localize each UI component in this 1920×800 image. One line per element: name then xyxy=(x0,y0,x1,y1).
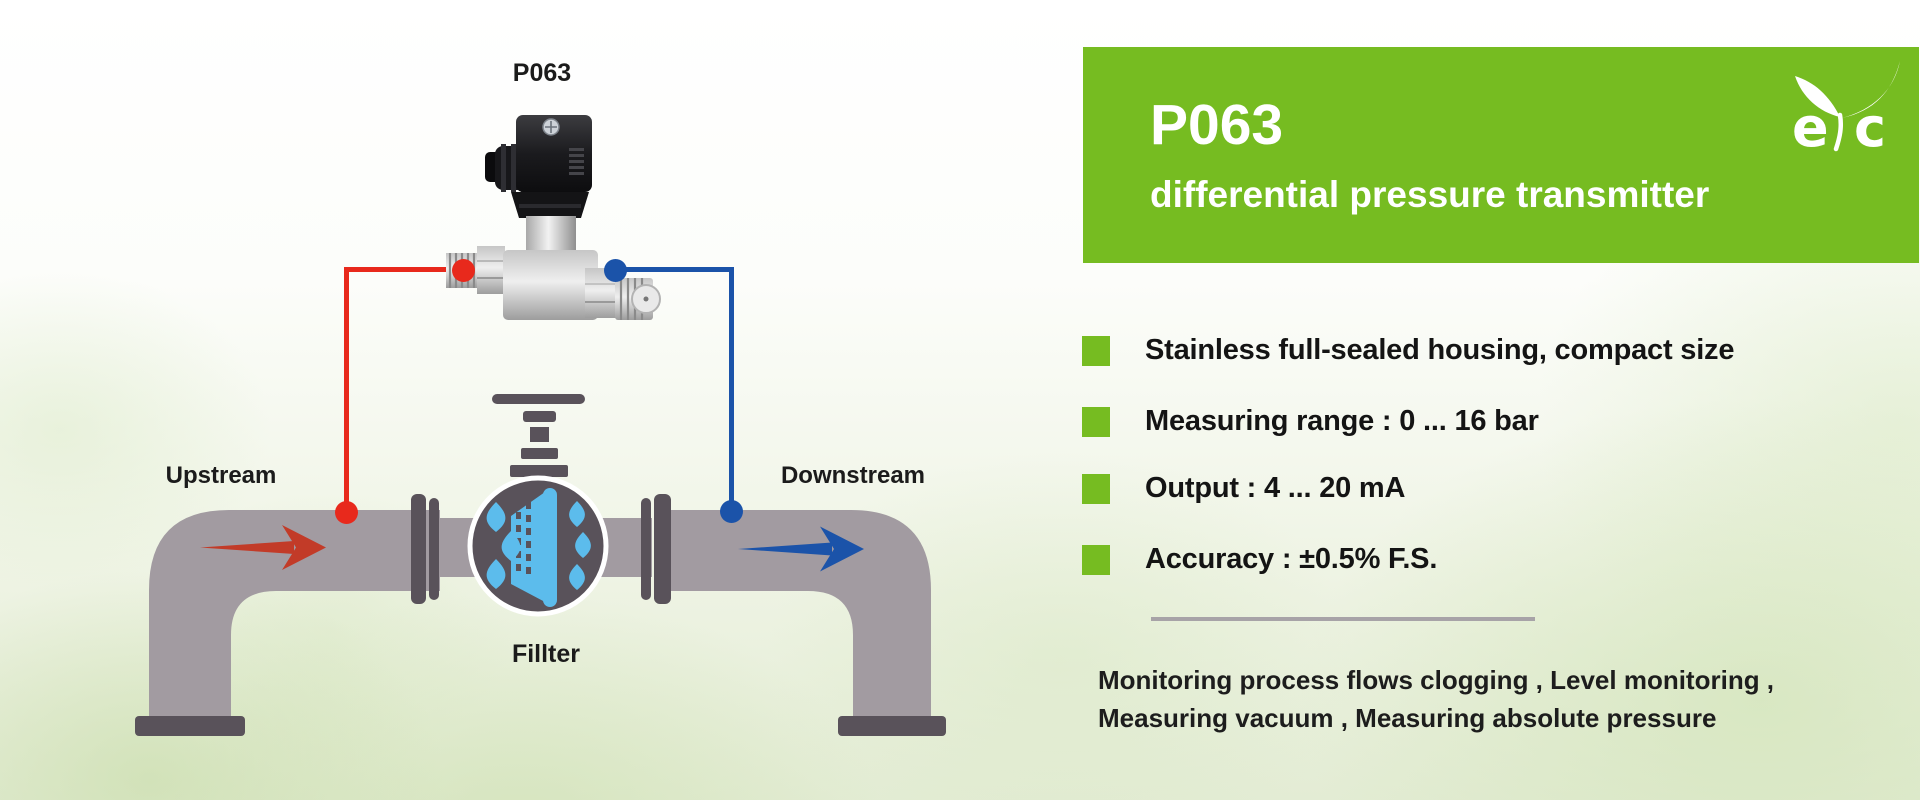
left-pipe-foot xyxy=(135,716,245,736)
product-subtitle: differential pressure transmitter xyxy=(1150,174,1710,215)
downstream-pipe xyxy=(670,510,931,720)
feature-text: Output : 4 ... 20 mA xyxy=(1145,472,1406,504)
feature-text: Stainless full-sealed housing, compact s… xyxy=(1145,334,1735,366)
droplet-icons xyxy=(486,501,591,590)
logo-letter-e: e xyxy=(1792,96,1829,155)
logo-letter-c: c xyxy=(1854,96,1886,155)
blue-tap-point-pipe-dot xyxy=(720,500,743,523)
feature-text: Accuracy : ±0.5% F.S. xyxy=(1145,543,1438,575)
pressure-transmitter-illustration xyxy=(446,115,661,320)
section-divider xyxy=(1151,617,1535,621)
feature-item: Accuracy : ±0.5% F.S. xyxy=(1082,543,1437,576)
bullet-square-icon xyxy=(1082,473,1110,504)
logo-stem xyxy=(1833,112,1844,152)
product-model-title: P063 xyxy=(1150,93,1284,157)
eyc-logo: e c xyxy=(1792,61,1900,155)
upstream-flow-arrow-icon xyxy=(200,525,326,570)
blue-impulse-line-vertical xyxy=(729,267,734,513)
logo-left-leaf-icon xyxy=(1795,76,1840,117)
bullet-square-icon xyxy=(1082,544,1110,575)
filter-label: Fillter xyxy=(511,640,581,668)
feature-item: Stainless full-sealed housing, compact s… xyxy=(1082,334,1734,367)
red-impulse-line-horizontal xyxy=(344,267,464,272)
feature-item: Measuring range : 0 ... 16 bar xyxy=(1082,405,1539,438)
blue-tap-point-device-dot xyxy=(604,259,627,282)
din-connector xyxy=(516,115,592,192)
valve-stem-icon xyxy=(492,394,585,477)
right-flange xyxy=(641,494,671,604)
applications-line: Monitoring process flows clogging , Leve… xyxy=(1098,665,1775,695)
upstream-pipe xyxy=(149,510,440,720)
red-tap-point-device-dot xyxy=(452,259,475,282)
filter-icon xyxy=(486,488,591,607)
transmitter-block xyxy=(503,250,598,320)
bullet-square-icon xyxy=(1082,406,1110,437)
device-label: P063 xyxy=(512,59,572,87)
pipe-diagram xyxy=(135,394,946,736)
bullet-square-icon xyxy=(1082,335,1110,366)
blue-impulse-line-horizontal xyxy=(615,267,734,272)
feature-text: Measuring range : 0 ... 16 bar xyxy=(1145,405,1539,437)
downstream-label: Downstream xyxy=(780,462,926,489)
downstream-flow-arrow-icon xyxy=(738,526,864,572)
red-tap-point-pipe-dot xyxy=(335,501,358,524)
left-flange xyxy=(411,494,439,604)
applications-line: Measuring vacuum , Measuring absolute pr… xyxy=(1098,703,1717,733)
applications-text: Monitoring process flows clogging , Leve… xyxy=(1098,661,1774,737)
upstream-label: Upstream xyxy=(165,462,277,489)
right-pipe-foot xyxy=(838,716,946,736)
feature-item: Output : 4 ... 20 mA xyxy=(1082,472,1405,505)
product-banner: P063 differential pressure transmitter e… xyxy=(1083,47,1919,263)
left-port xyxy=(446,246,505,294)
red-impulse-line-vertical xyxy=(344,267,349,514)
